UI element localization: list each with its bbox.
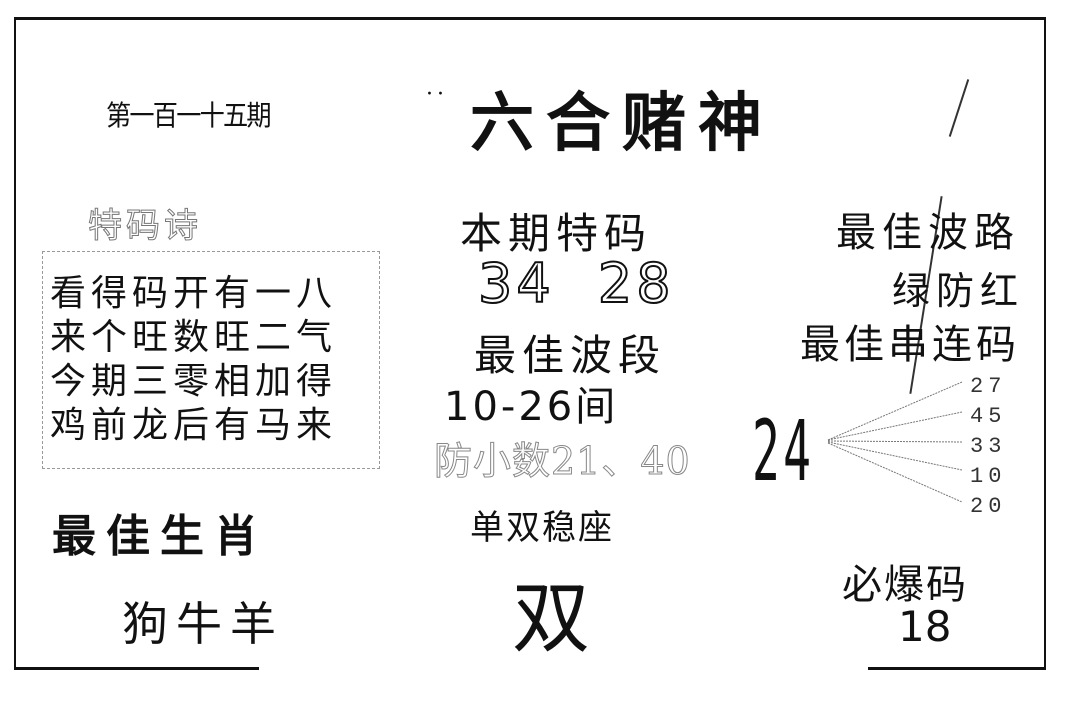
scan-mark (948, 79, 970, 137)
frame-bottom-left-border (14, 667, 259, 670)
must-hit-value: 18 (898, 602, 952, 651)
title-dots: ·· (426, 82, 448, 107)
poem-box (42, 251, 380, 469)
chain-base-number: 24 (752, 402, 815, 500)
poem-line: 来个旺数旺二气 (50, 317, 338, 358)
guard-small-numbers: 防小数21、40 (434, 439, 691, 484)
wave-segment-value: 10-26间 (444, 384, 619, 430)
poem-line: 鸡前龙后有马来 (50, 405, 338, 446)
poem-lines: 看得码开有一八 来个旺数旺二气 今期三零相加得 鸡前龙后有马来 (50, 272, 337, 448)
poem-line: 看得码开有一八 (50, 273, 338, 314)
poem-title: 特码诗 (88, 206, 202, 247)
must-hit-label: 必爆码 (842, 562, 968, 608)
special-code-numbers: 34 28 (477, 251, 675, 316)
chain-number: 20 (970, 494, 1007, 519)
chain-code-label: 最佳串连码 (800, 322, 1020, 368)
wave-route-value: 绿防红 (892, 269, 1025, 313)
zodiac-value: 狗牛羊 (122, 597, 284, 651)
page-title: 六合赌神 (470, 87, 774, 161)
frame-bottom-right-border (868, 667, 1046, 670)
wave-route-label: 最佳波路 (836, 210, 1020, 256)
special-code-label: 本期特码 (460, 209, 653, 258)
odd-even-label: 单双稳座 (470, 508, 614, 548)
fan-lines-icon (827, 381, 963, 503)
zodiac-label: 最佳生肖 (52, 511, 268, 562)
issue-number: 第一百一十五期 (106, 99, 272, 132)
chain-number: 10 (970, 464, 1007, 489)
chain-number: 27 (970, 374, 1007, 399)
frame-right-border (1044, 17, 1046, 669)
chain-number: 45 (970, 404, 1007, 429)
frame-top-border (14, 17, 1046, 20)
wave-segment-label: 最佳波段 (474, 331, 667, 380)
poem-line: 今期三零相加得 (50, 361, 338, 402)
odd-even-value: 双 (512, 574, 591, 664)
frame-left-border (14, 17, 16, 669)
chain-number: 33 (970, 434, 1007, 459)
